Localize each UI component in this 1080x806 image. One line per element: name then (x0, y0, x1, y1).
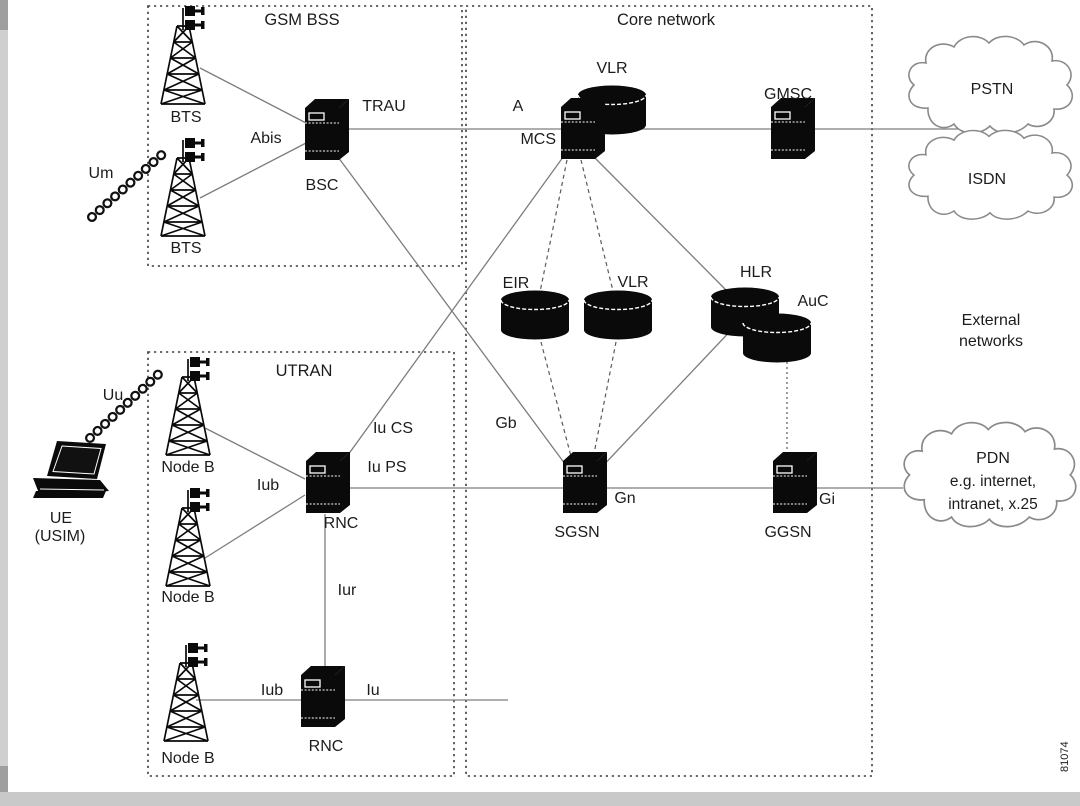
link-nodeb2-rnc (204, 494, 306, 559)
nodeb2-label: Node B (161, 589, 214, 606)
iu-bottom-interface-label: Iu (366, 682, 379, 699)
gmsc-server-icon (770, 97, 816, 160)
rnc-bottom-server-icon (300, 665, 346, 728)
sgsn-server-icon (562, 451, 608, 514)
vlr-mid-label: VLR (617, 274, 648, 291)
link-nodeb1-rnc (204, 427, 306, 480)
gsm-bss-region-title: GSM BSS (264, 11, 339, 29)
scan-corner-topleft (0, 0, 8, 30)
link-bts2-bsc (199, 141, 309, 199)
utran-region-title: UTRAN (276, 362, 333, 380)
scan-edge-left (0, 0, 8, 806)
figure-number: 81074 (1059, 741, 1071, 772)
link-msc-hlr (593, 156, 729, 293)
link-eir-sgsn (540, 341, 574, 465)
rnc-mid-server-icon (305, 451, 351, 514)
link-bts1-bsc (199, 67, 309, 125)
a-interface-label: A (513, 98, 524, 115)
ue-usim-label: (USIM) (35, 528, 86, 545)
ue-label: UE (50, 510, 72, 527)
scan-edge-bottom (0, 792, 1080, 806)
auc-db-icon (742, 312, 812, 364)
rnc-bottom-label: RNC (309, 738, 344, 755)
core-network-region-title: Core network (617, 11, 716, 29)
msc-label: MCS (520, 131, 556, 148)
pdn-cloud-label: PDN (976, 450, 1010, 467)
uu-radio-link (85, 363, 170, 443)
sgsn-label: SGSN (554, 524, 599, 541)
bts1-label: BTS (170, 109, 201, 126)
bsc-label: BSC (306, 177, 339, 194)
gn-interface-label: Gn (614, 490, 635, 507)
gb-interface-label: Gb (495, 415, 516, 432)
auc-label: AuC (797, 293, 828, 310)
vlr-top-label: VLR (596, 60, 627, 77)
rnc-mid-label: RNC (324, 515, 359, 532)
vlr-mid-db-icon (583, 289, 653, 341)
gi-interface-label: Gi (819, 491, 835, 508)
msc-server-icon (560, 97, 606, 160)
link-vlr-sgsn (591, 341, 617, 465)
gmsc-label: GMSC (764, 86, 812, 103)
abis-interface-label: Abis (250, 130, 281, 147)
pdn-cloud-sub1: e.g. internet, (950, 473, 1036, 490)
hlr-label: HLR (740, 264, 772, 281)
iub-mid-interface-label: Iub (257, 477, 279, 494)
eir-label: EIR (503, 275, 530, 292)
external-networks-label-line1: External (962, 312, 1021, 329)
iucs-interface-label: Iu CS (373, 420, 413, 437)
nodeb1-tower-icon (165, 356, 211, 456)
trau-interface-label: TRAU (362, 98, 406, 115)
link-msc-eir (539, 159, 568, 293)
iups-interface-label: Iu PS (367, 459, 406, 476)
nodeb3-label: Node B (161, 750, 214, 767)
isdn-cloud-label: ISDN (968, 171, 1006, 188)
nodeb3-tower-icon (163, 642, 209, 742)
bts1-tower-icon (160, 5, 206, 105)
pstn-cloud-label: PSTN (971, 81, 1014, 98)
nodeb1-label: Node B (161, 459, 214, 476)
scan-corner-bottomleft (0, 766, 8, 792)
bts2-tower-icon (160, 137, 206, 237)
link-msc-vlr (580, 159, 614, 292)
link-rnc-msc-iucs (339, 152, 567, 467)
um-radio-link (87, 145, 172, 222)
link-hlr-sgsn (598, 324, 737, 471)
um-interface-label: Um (89, 165, 114, 182)
ggsn-server-icon (772, 451, 818, 514)
external-networks-label-line2: networks (959, 333, 1023, 350)
pdn-cloud-sub2: intranet, x.25 (948, 496, 1038, 513)
bsc-server-icon (304, 98, 350, 161)
nodeb2-tower-icon (165, 487, 211, 587)
utran-region-box (147, 351, 455, 777)
ue-laptop-icon (33, 441, 109, 498)
iub-bottom-interface-label: Iub (261, 682, 283, 699)
ggsn-label: GGSN (764, 524, 811, 541)
eir-db-icon (500, 289, 570, 341)
iur-interface-label: Iur (338, 582, 357, 599)
bts2-label: BTS (170, 240, 201, 257)
uu-interface-label: Uu (103, 387, 123, 404)
link-bsc-sgsn-gb (337, 156, 569, 469)
gsm-bss-region-box (147, 5, 463, 267)
